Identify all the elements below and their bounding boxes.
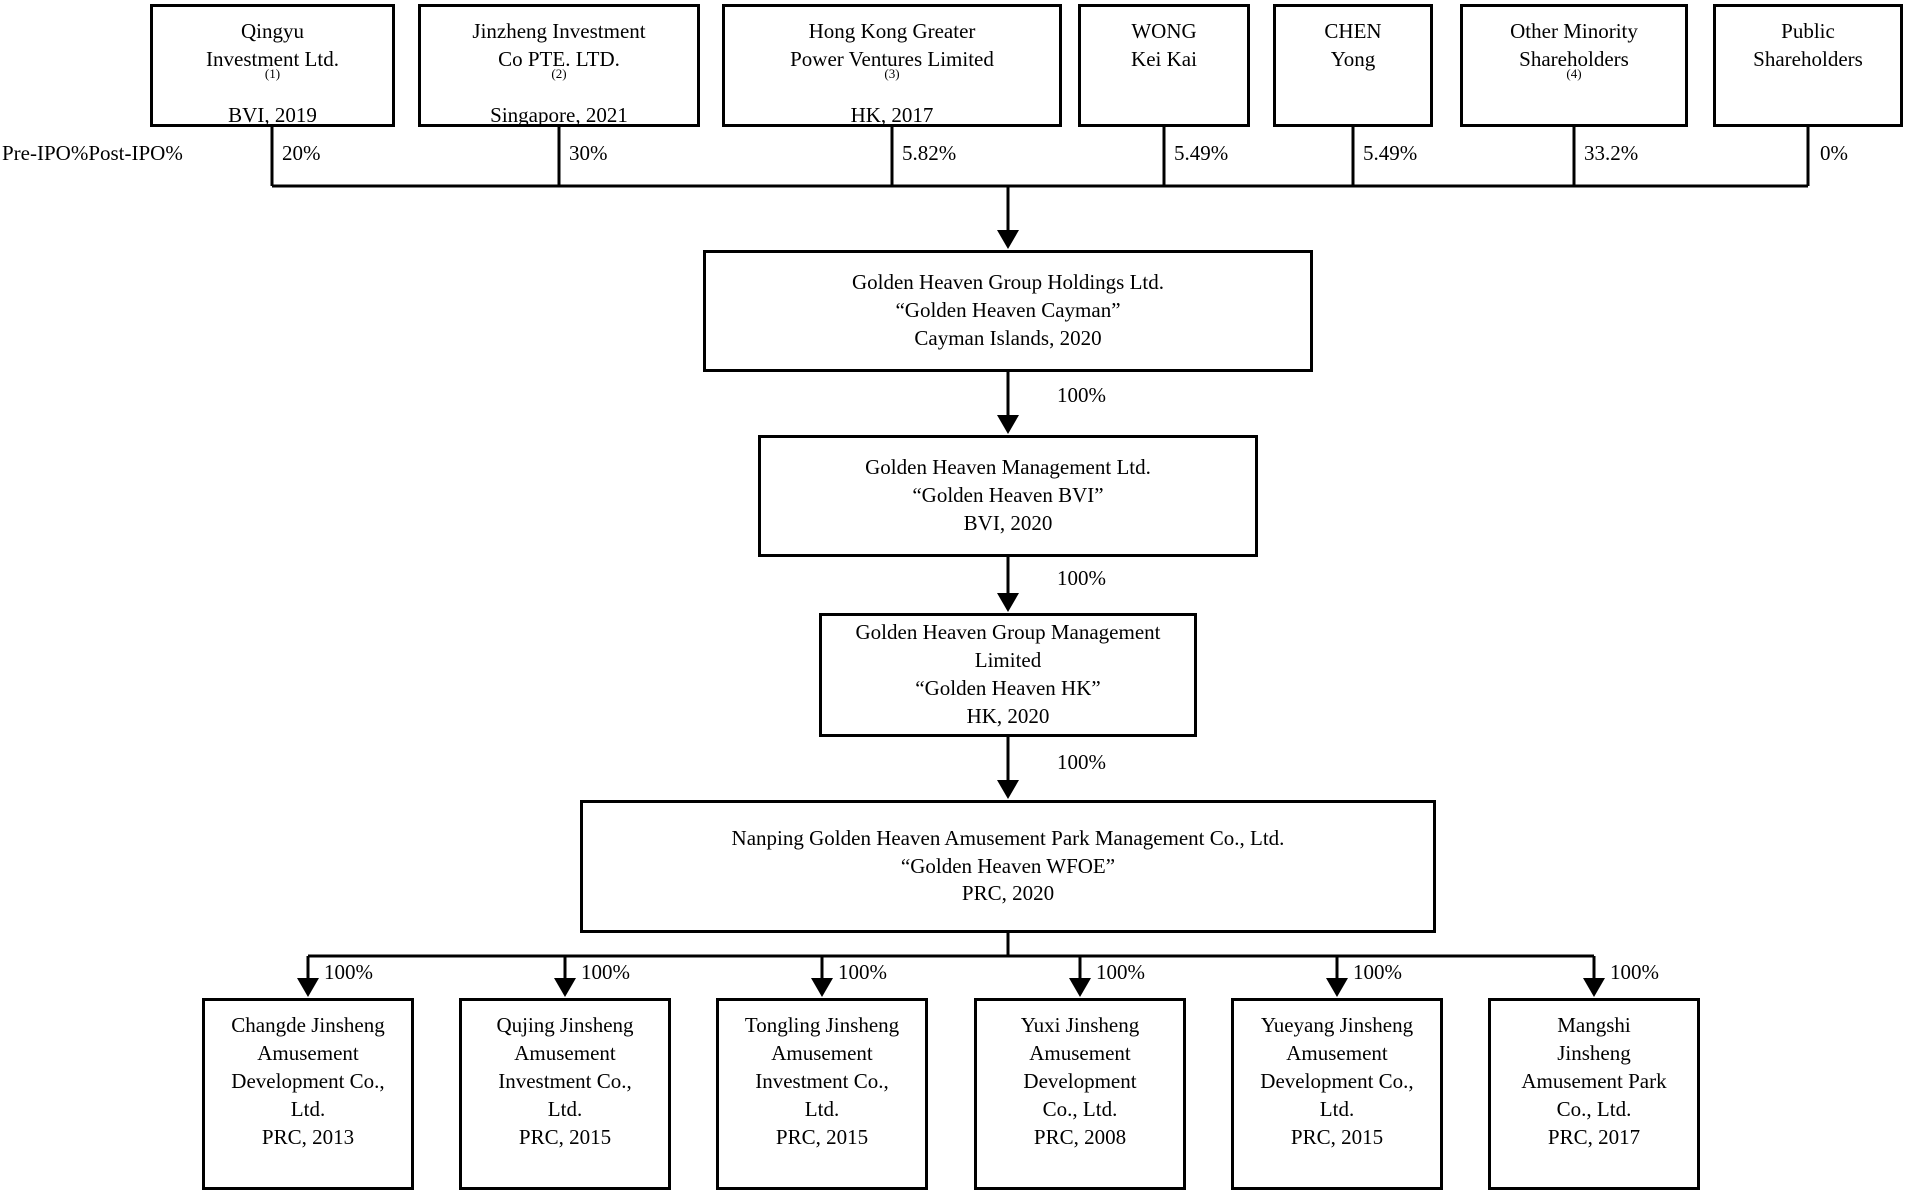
ownership-label-jinzheng: 30% [569, 141, 608, 165]
node-golden-heaven-hk: Golden Heaven Group Management Limited “… [819, 613, 1197, 737]
arrowheads [297, 230, 1605, 997]
ownership-label-public: 0% [1820, 141, 1848, 165]
node-golden-heaven-cayman: Golden Heaven Group Holdings Ltd. “Golde… [703, 250, 1313, 372]
ownership-label-wfoe: 100% [1057, 750, 1106, 774]
ownership-label-bvi: 100% [1057, 383, 1106, 407]
ownership-label-chen: 5.49% [1363, 141, 1418, 165]
ownership-label-changde: 100% [324, 960, 373, 984]
node-qingyu-investment: Qingyu Investment Ltd.(1) BVI, 2019 [150, 4, 395, 127]
node-chen-yong: CHEN Yong [1273, 4, 1433, 127]
ownership-label-hk-greater-power: 5.82% [902, 141, 957, 165]
ownership-label-yuxi: 100% [1096, 960, 1145, 984]
node-other-minority-shareholders: Other Minority Shareholders(4) [1460, 4, 1688, 127]
ownership-label-tongling: 100% [838, 960, 887, 984]
node-yueyang-jinsheng: Yueyang Jinsheng Amusement Development C… [1231, 998, 1443, 1190]
node-changde-jinsheng: Changde Jinsheng Amusement Development C… [202, 998, 414, 1190]
node-mangshi-jinsheng: Mangshi Jinsheng Amusement Park Co., Ltd… [1488, 998, 1700, 1190]
ownership-label-mangshi: 100% [1610, 960, 1659, 984]
node-public-shareholders: Public Shareholders [1713, 4, 1903, 127]
ownership-label-hk: 100% [1057, 566, 1106, 590]
ownership-label-qingyu: 20% [282, 141, 321, 165]
node-golden-heaven-wfoe: Nanping Golden Heaven Amusement Park Man… [580, 800, 1436, 933]
ownership-label-other-minority: 33.2% [1584, 141, 1639, 165]
node-tongling-jinsheng: Tongling Jinsheng Amusement Investment C… [716, 998, 928, 1190]
node-yuxi-jinsheng: Yuxi Jinsheng Amusement Development Co.,… [974, 998, 1186, 1190]
ownership-label-wong: 5.49% [1174, 141, 1229, 165]
node-golden-heaven-bvi: Golden Heaven Management Ltd. “Golden He… [758, 435, 1258, 557]
ownership-label-yueyang: 100% [1353, 960, 1402, 984]
node-jinzheng-investment: Jinzheng Investment Co PTE. LTD.(2) Sing… [418, 4, 700, 127]
ownership-label-qujing: 100% [581, 960, 630, 984]
node-hk-greater-power: Hong Kong Greater Power Ventures Limited… [722, 4, 1062, 127]
node-qujing-jinsheng: Qujing Jinsheng Amusement Investment Co.… [459, 998, 671, 1190]
node-wong-kei-kai: WONG Kei Kai [1078, 4, 1250, 127]
ipo-row-label: Pre-IPO%Post-IPO% [2, 141, 183, 165]
